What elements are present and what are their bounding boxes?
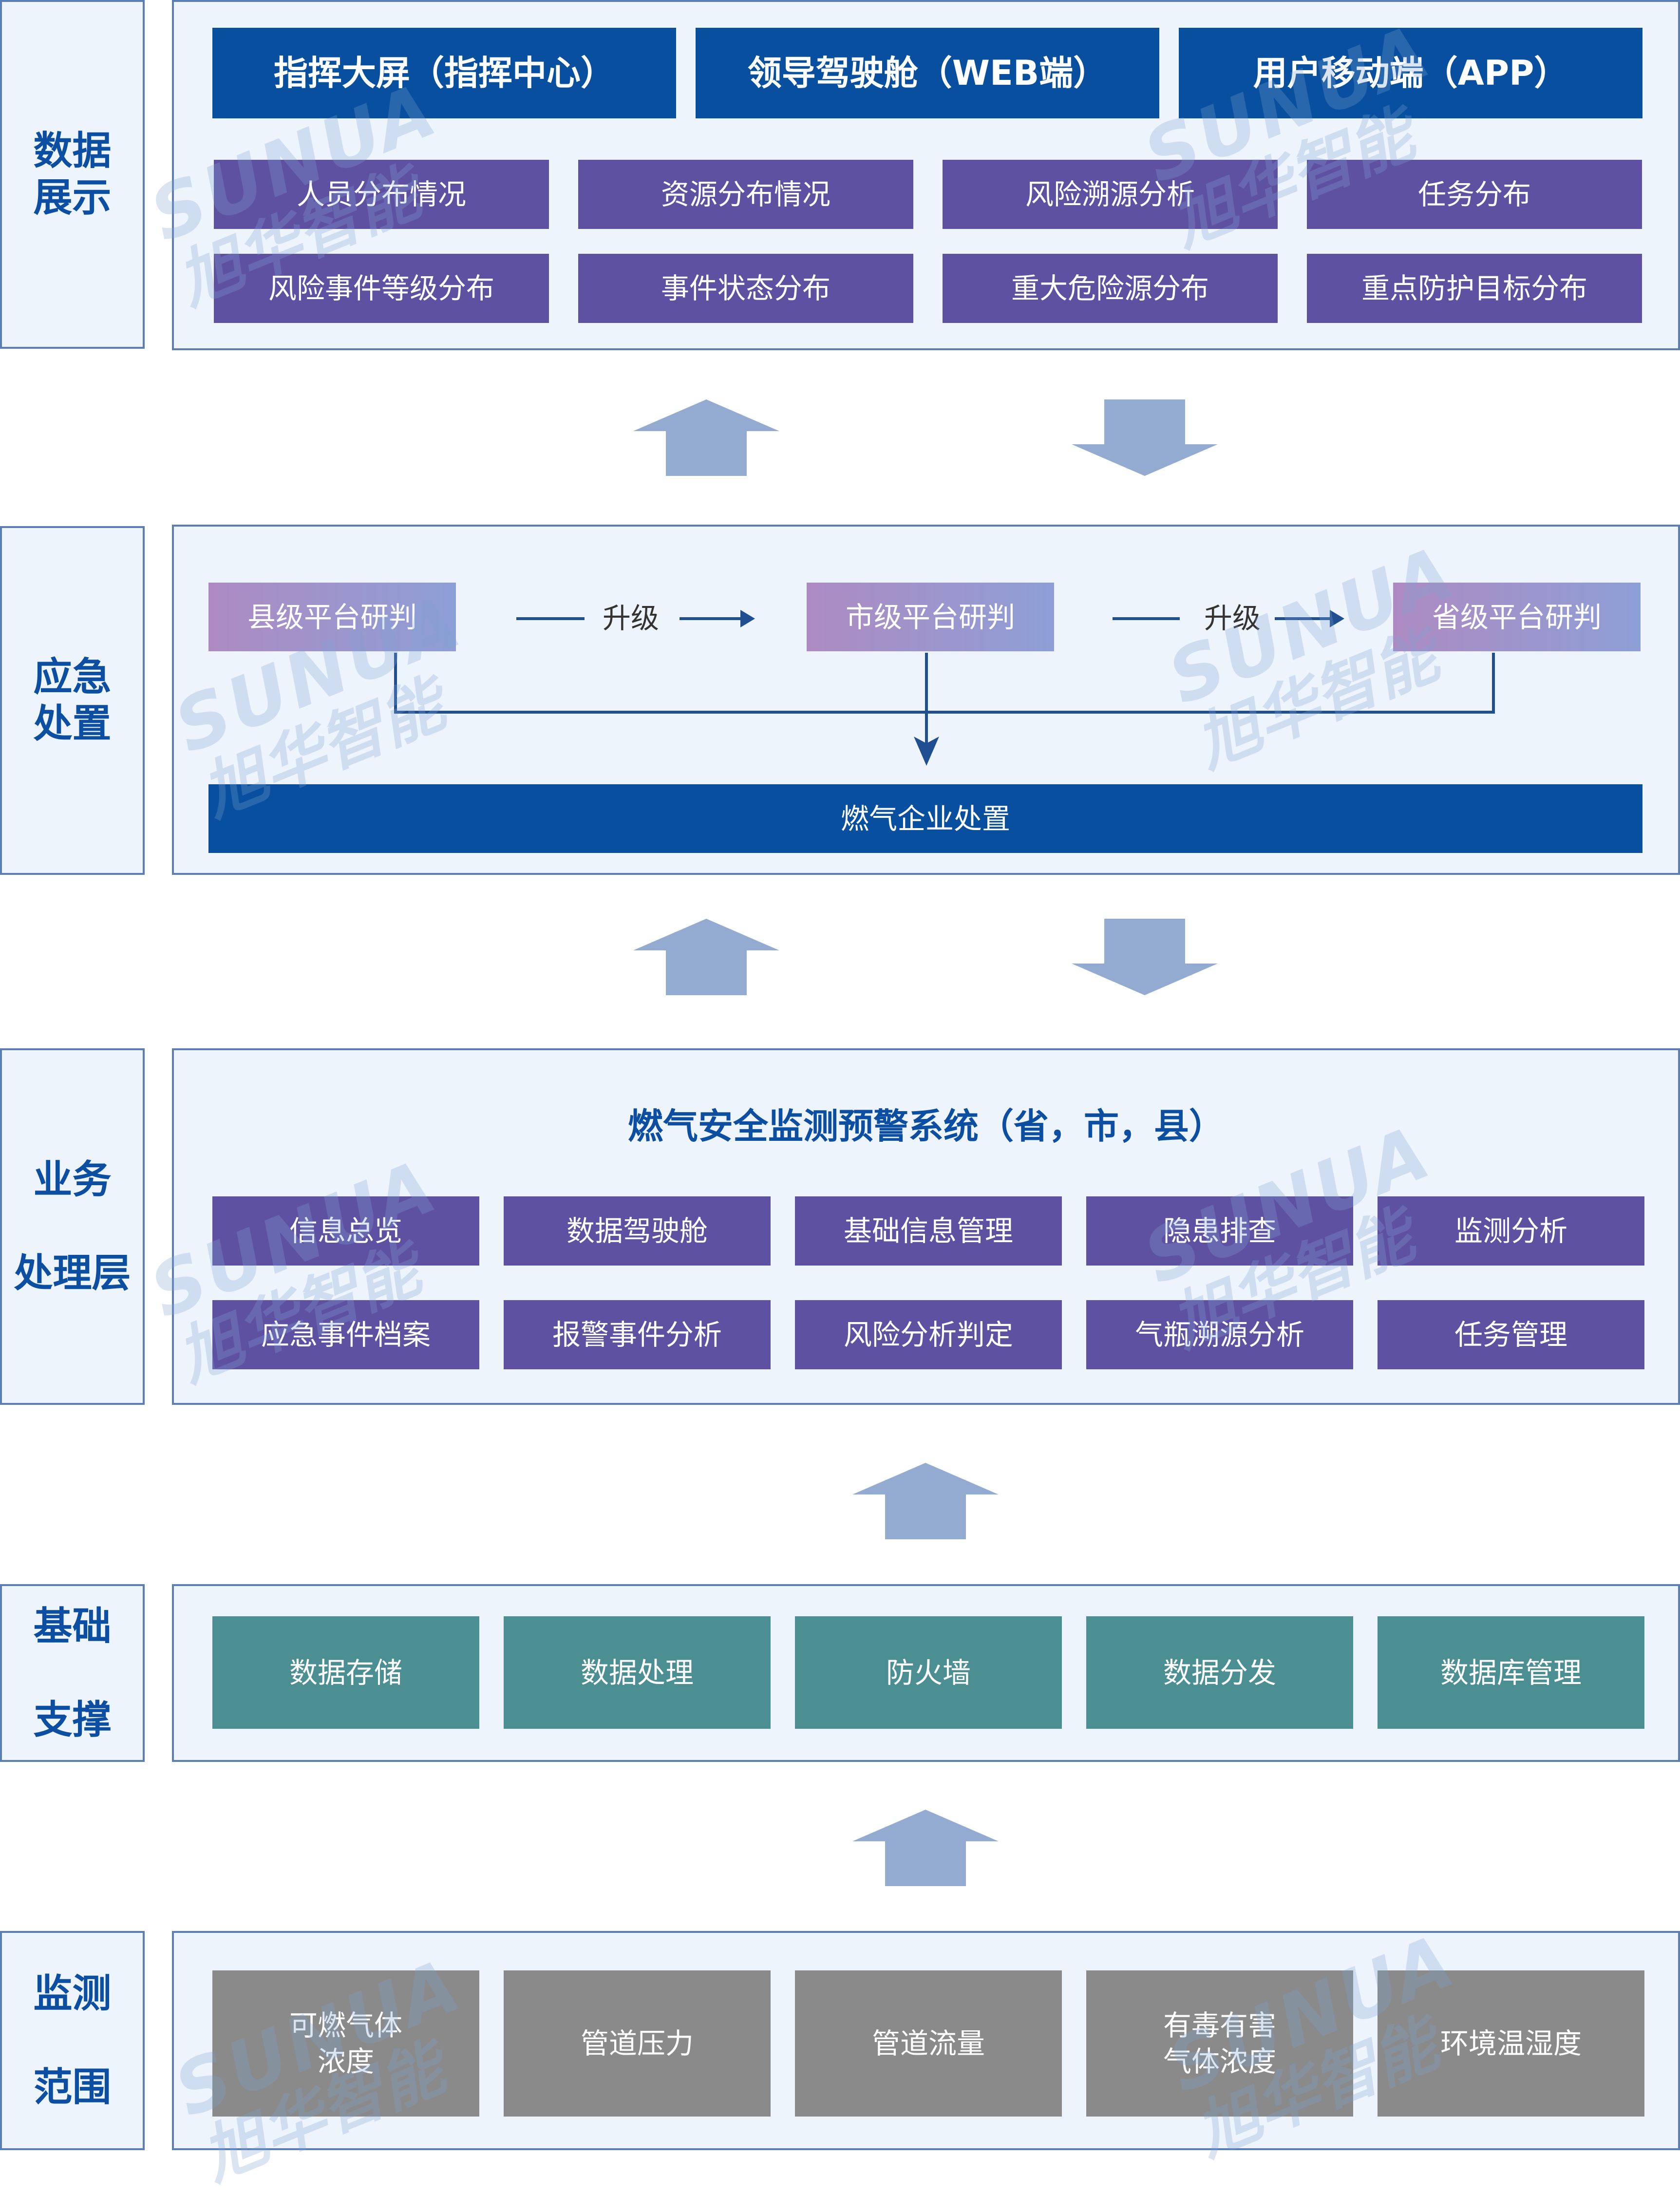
display-item: 任务分布 <box>1307 160 1642 229</box>
business-item: 监测分析 <box>1378 1196 1644 1266</box>
layer-label-monitoring: 监测范围 <box>0 1931 145 2150</box>
business-item: 应急事件档案 <box>212 1300 479 1369</box>
business-item: 信息总览 <box>212 1196 479 1266</box>
business-item: 基础信息管理 <box>795 1196 1062 1266</box>
dispatch-connector <box>394 653 1495 766</box>
monitoring-item: 可燃气体浓度 <box>212 1970 479 2117</box>
escalate-label-2: 升级 <box>1204 602 1261 635</box>
business-item: 隐患排查 <box>1086 1196 1353 1266</box>
foundation-item: 数据分发 <box>1086 1616 1353 1729</box>
business-item: 风险分析判定 <box>795 1300 1062 1369</box>
business-item: 气瓶溯源分析 <box>1086 1300 1353 1369</box>
escalate-arrow-2 <box>1113 610 1344 627</box>
province-platform-box: 省级平台研判 <box>1393 583 1641 651</box>
business-item: 数据驾驶舱 <box>504 1196 771 1266</box>
system-title: 燃气安全监测预警系统（省，市，县） <box>627 1106 1224 1147</box>
display-item: 风险溯源分析 <box>943 160 1278 229</box>
display-item: 风险事件等级分布 <box>214 254 549 323</box>
down-arrow-icon <box>1072 919 1218 995</box>
layer-label-business: 业务处理层 <box>0 1048 145 1405</box>
display-item: 重大危险源分布 <box>943 254 1278 323</box>
display-item: 人员分布情况 <box>214 160 549 229</box>
business-item: 任务管理 <box>1378 1300 1644 1369</box>
foundation-item: 防火墙 <box>795 1616 1062 1729</box>
foundation-item: 数据库管理 <box>1378 1616 1644 1729</box>
county-platform-box: 县级平台研判 <box>208 583 456 651</box>
up-arrow-icon <box>633 399 779 476</box>
escalate-label-1: 升级 <box>602 602 659 635</box>
monitoring-item: 有毒有害气体浓度 <box>1086 1970 1353 2117</box>
layer-label-emergency: 应急处置 <box>0 526 145 875</box>
leader-cockpit-box: 领导驾驶舱（WEB端） <box>696 28 1159 118</box>
down-arrow-icon <box>1072 399 1218 476</box>
display-item: 事件状态分布 <box>578 254 913 323</box>
layer-label-foundation: 基础支撑 <box>0 1584 145 1762</box>
display-item: 重点防护目标分布 <box>1307 254 1642 323</box>
city-platform-box: 市级平台研判 <box>807 583 1054 651</box>
enterprise-disposal-bar: 燃气企业处置 <box>208 784 1642 853</box>
display-item: 资源分布情况 <box>578 160 913 229</box>
up-arrow-icon <box>852 1810 999 1886</box>
layer-label-display: 数据展示 <box>0 0 145 349</box>
up-arrow-icon <box>633 919 779 995</box>
monitoring-item: 管道压力 <box>504 1970 771 2117</box>
monitoring-item: 管道流量 <box>795 1970 1062 2117</box>
command-screen-box: 指挥大屏（指挥中心） <box>212 28 676 118</box>
mobile-app-box: 用户移动端（APP） <box>1179 28 1642 118</box>
foundation-item: 数据存储 <box>212 1616 479 1729</box>
monitoring-item: 环境温湿度 <box>1378 1970 1644 2117</box>
foundation-item: 数据处理 <box>504 1616 771 1729</box>
escalate-arrow-1 <box>516 610 755 627</box>
up-arrow-icon <box>852 1463 999 1539</box>
business-item: 报警事件分析 <box>504 1300 771 1369</box>
